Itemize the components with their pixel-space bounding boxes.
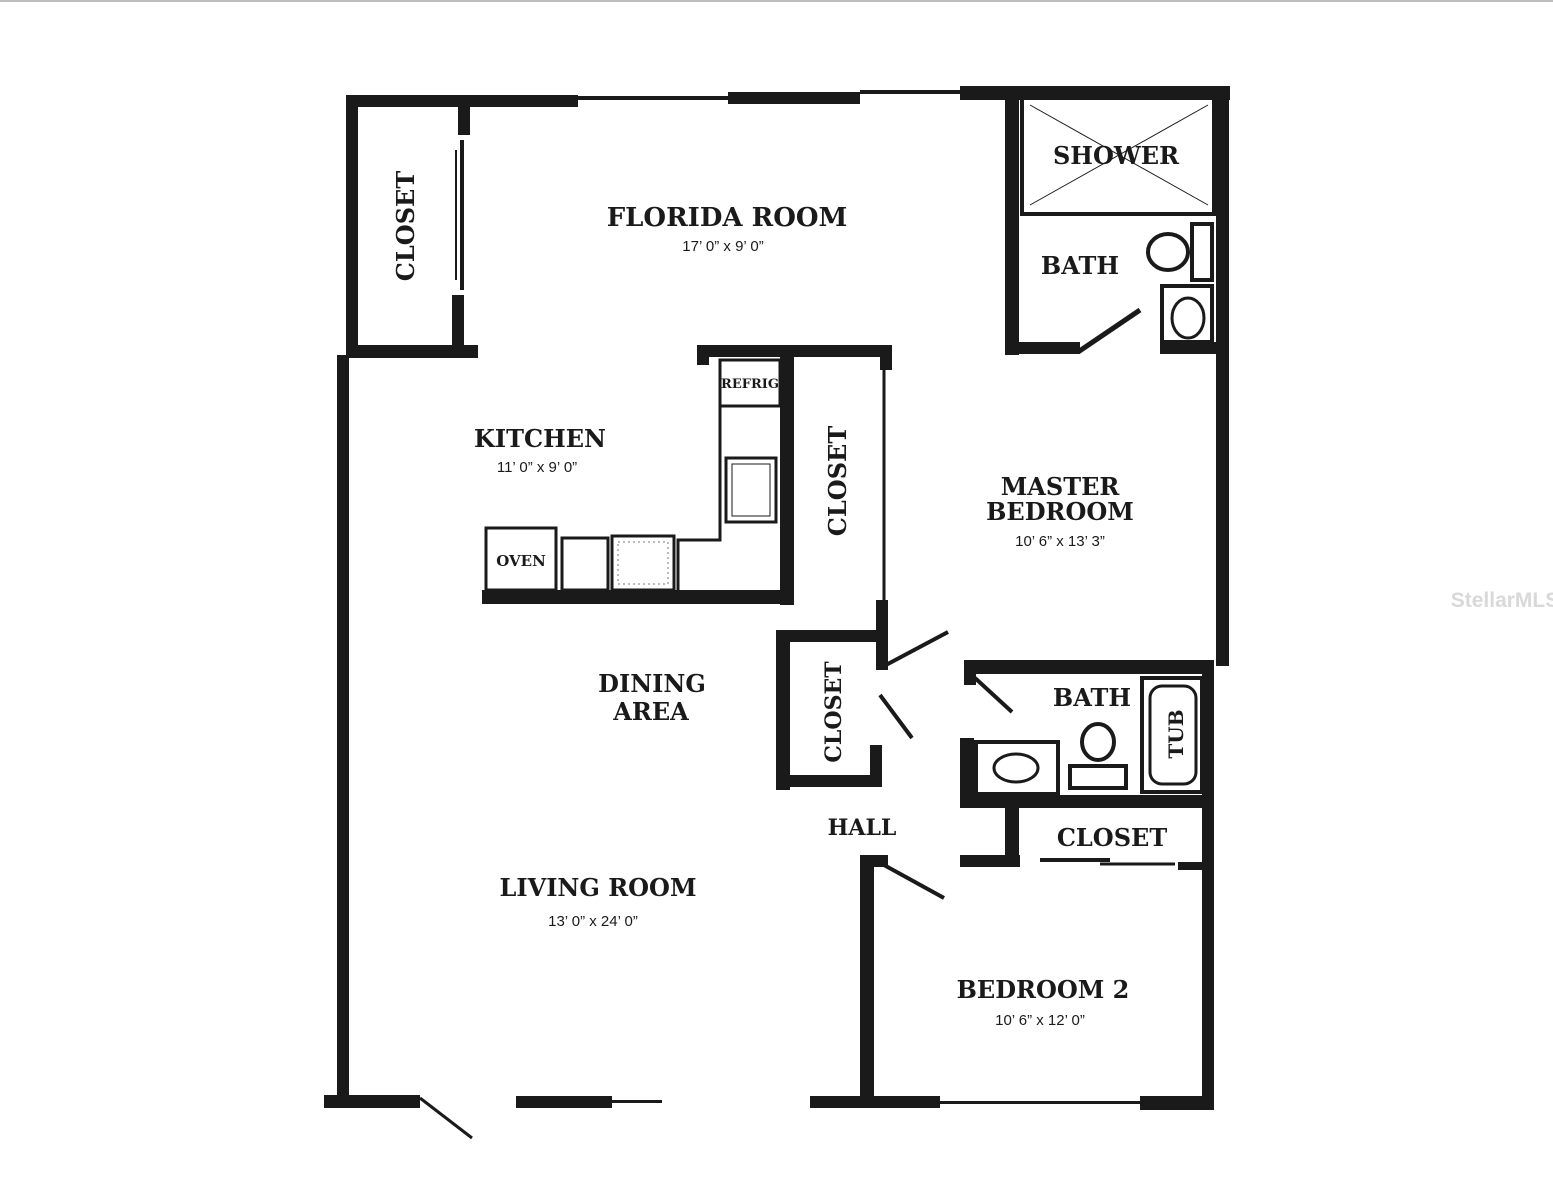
interior-walls [346,95,1220,1140]
bedroom-2-name: BEDROOM 2 [957,975,1130,1004]
florida-room-dim: 17’ 0” x 9’ 0” [682,238,763,255]
shower-stall [1020,96,1216,216]
refrig-label: REFRIG [721,377,779,392]
master-bedroom-name-line1: MASTER [1001,472,1121,501]
toilet-icon [1146,232,1190,272]
master-bedroom-name-line2: BEDROOM [986,497,1134,526]
tub-icon [1140,676,1204,794]
hall-name: HALL [828,815,897,841]
living-room-dim: 13’ 0” x 24’ 0” [548,913,638,930]
oven-icon [484,526,558,592]
closet-hall-label: CLOSET [821,661,847,763]
bath-master-label: BATH [1041,251,1119,280]
kitchen-name: KITCHEN [474,424,606,453]
dining-area-name-line2: AREA [612,697,689,726]
shower-label: SHOWER [1053,141,1180,170]
master-bedroom-dim: 10’ 6” x 13’ 3” [1015,533,1105,550]
closet-kitchen-label: CLOSET [823,426,852,537]
fixture-labels: CLOSET CLOSET CLOSET CLOSET SHOWER BATH … [391,141,1188,852]
room-labels: FLORIDA ROOM 17’ 0” x 9’ 0” KITCHEN 11’ … [474,203,1134,1029]
toilet-icon-hall [1080,722,1116,762]
dining-area-name-line1: DINING [598,669,706,698]
scan-top-border [0,0,1553,2]
living-room-name: LIVING ROOM [499,873,696,902]
vanity-sink-icon [974,740,1060,796]
bedroom-2-dim: 10’ 6” x 12’ 0” [995,1012,1085,1029]
bath-hall-label: BATH [1053,683,1131,712]
kitchen-sink-icon [724,456,778,524]
closet-bedroom2-label: CLOSET [1057,823,1168,852]
kitchen-dim: 11’ 0” x 9’ 0” [497,459,577,476]
tub-label: TUB [1164,709,1188,758]
stellar-mls-watermark: StellarMLS [1451,589,1553,612]
oven-label: OVEN [496,552,546,570]
fixtures [484,96,1216,796]
sink-icon [1160,284,1214,344]
florida-room-name: FLORIDA ROOM [607,203,848,233]
closet-florida-label: CLOSET [391,171,420,282]
